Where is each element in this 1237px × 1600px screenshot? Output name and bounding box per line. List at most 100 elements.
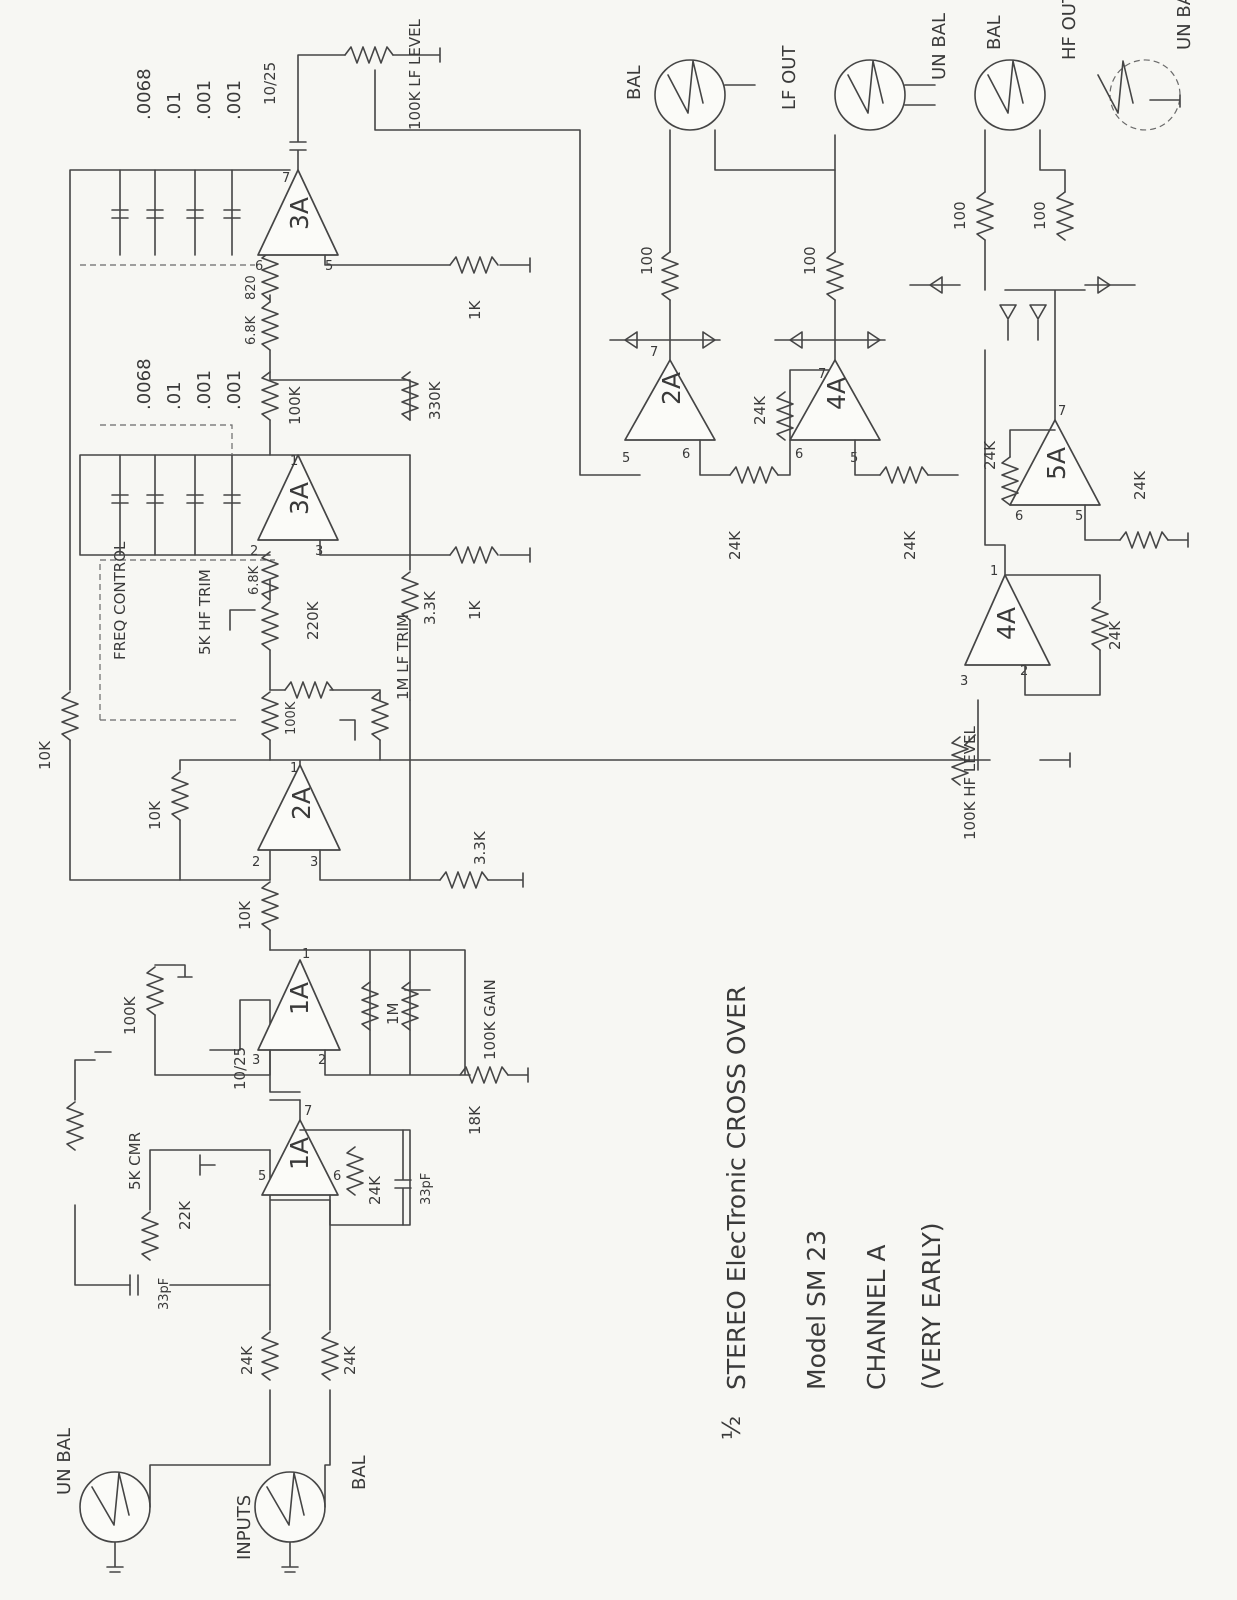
svg-text:3: 3 — [960, 674, 968, 689]
bias-3-3k-label: 3.3K — [471, 830, 489, 865]
hf-trim-label: 5K HF TRIM — [196, 569, 214, 655]
svg-text:.001: .001 — [194, 370, 215, 410]
bal-input-label: BAL — [349, 1455, 370, 1490]
svg-text:2: 2 — [1020, 664, 1028, 679]
input-resistor-24k-b: 24K — [341, 1345, 359, 1375]
hf-24k-fb-label: 24K — [981, 440, 999, 470]
resistor-6-8k-mid-label: 6.8K — [247, 565, 262, 595]
freq-control-label: FREQ CONTROL — [111, 541, 129, 660]
opamp-3a-mid: 3A 2 3 1 1K .0068 .01 .001 .001 100K 330… — [79, 251, 531, 620]
svg-text:1: 1 — [302, 947, 310, 962]
resistor-1k-top-label: 1K — [466, 299, 484, 320]
gain-pot-label: 100K GAIN — [481, 979, 499, 1060]
svg-text:2: 2 — [250, 544, 258, 559]
opamp-3a-top: 3A 6 5 7 1K .0068 .01 .001 .001 10/25 10… — [80, 18, 641, 476]
title-line-3: CHANNEL A — [862, 1244, 891, 1390]
resistor-22k-label: 22K — [176, 1200, 194, 1230]
gain-18k-label: 18K — [466, 1105, 484, 1135]
lf-trim-label: 1M LF TRIM — [394, 614, 412, 700]
hf-output-drivers: 100K HF LEVEL 4A 3 2 1 24K 5A 6 5 7 24K … — [909, 0, 1195, 840]
svg-text:7: 7 — [1058, 404, 1066, 419]
input-jacks: UN BAL INPUTS BAL — [54, 1389, 370, 1573]
resistor-330k-label: 330K — [426, 380, 444, 420]
svg-text:.001: .001 — [224, 370, 245, 410]
lf-unbal-label: UN BAL — [929, 13, 950, 80]
opamp-1a-input-label: 1A — [285, 1137, 314, 1170]
hf-out-label: HF OUT — [1059, 0, 1080, 60]
svg-text:1: 1 — [290, 761, 298, 776]
resistor-3-3k-label: 3.3K — [421, 590, 439, 625]
lf-100-a-label: 100 — [638, 246, 656, 275]
opamp-1a-gain: 1A 3 2 1 100K 1M 100K GAIN 18K — [121, 947, 529, 1135]
lf-24k-bottom-label: 24K — [726, 530, 744, 560]
series-10k-label: 10K — [236, 900, 254, 930]
lf-out-label: LF OUT — [779, 45, 800, 110]
lf-100-b-label: 100 — [801, 246, 819, 275]
svg-text:7: 7 — [304, 1104, 312, 1119]
svg-text:5: 5 — [1075, 509, 1083, 524]
svg-text:3: 3 — [252, 1053, 260, 1068]
feedback-24k-label: 24K — [366, 1175, 384, 1205]
opamp-3a-top-label: 3A — [285, 197, 314, 230]
lf-bal-label: BAL — [624, 65, 645, 100]
svg-text:.001: .001 — [194, 80, 215, 120]
svg-text:3: 3 — [315, 544, 323, 559]
opamp-2a-label: 2A — [287, 787, 316, 820]
svg-text:2: 2 — [252, 855, 260, 870]
feedback-10k-label: 10K — [146, 800, 164, 830]
resistor-1k-mid-label: 1K — [466, 599, 484, 620]
svg-text:.001: .001 — [224, 80, 245, 120]
input-resistor-network: 24K 24K 33pF 5K CMR 22K — [66, 1051, 359, 1381]
opamp-2a-out-label: 2A — [657, 372, 686, 405]
resistor-820-label: 820 — [244, 275, 259, 300]
input-bias-100k: 100K — [121, 995, 139, 1035]
output-cap-label: 10/25 — [261, 62, 279, 105]
feedback-10k-left: 10K — [36, 740, 54, 770]
resistor-220k-label: 220K — [304, 600, 322, 640]
unbal-input-label: UN BAL — [54, 1428, 75, 1495]
title-line-1: STEREO ElecTronic CROSS OVER — [722, 986, 751, 1390]
lf-24k-ground-label: 24K — [901, 530, 919, 560]
opamp-2a-summing: 10K 2A 2 3 1 10K 10K 3.3K — [36, 169, 961, 951]
lf-output-drivers: 2A 5 6 7 100 24K 4A 6 5 7 24K 24K 100 — [609, 13, 959, 560]
inputs-label: INPUTS — [234, 1495, 255, 1560]
svg-text:6: 6 — [333, 1169, 341, 1184]
svg-text:1: 1 — [290, 454, 298, 469]
input-resistor-24k-a: 24K — [238, 1345, 256, 1375]
svg-text:3: 3 — [310, 855, 318, 870]
cap-33pf-label: 33pF — [157, 1278, 172, 1310]
svg-text:6: 6 — [255, 259, 263, 274]
hf-100-a-label: 100 — [951, 201, 969, 230]
freq-pot-100k-label: 100K — [284, 701, 299, 735]
svg-text:7: 7 — [818, 367, 826, 382]
coupling-cap-label: 10/25 — [231, 1047, 249, 1090]
frequency-control-network: FREQ CONTROL 100K 5K HF TRIM 220K 1M LF … — [99, 454, 439, 761]
hf-bal-label: BAL — [984, 15, 1005, 50]
title-line-4: (VERY EARLY) — [917, 1222, 946, 1390]
opamp-5a-label: 5A — [1042, 447, 1071, 480]
hf-24k-ground-label: 24K — [1131, 470, 1149, 500]
feedback-33pf-label: 33pF — [419, 1173, 434, 1205]
svg-text:.01: .01 — [164, 381, 185, 410]
svg-text:5: 5 — [258, 1169, 266, 1184]
opamp-3a-mid-label: 3A — [285, 482, 314, 515]
opamp-1a-gain-label: 1A — [285, 982, 314, 1015]
svg-text:5: 5 — [622, 451, 630, 466]
hf-unbal-label: UN BAL — [1174, 0, 1195, 50]
hf-level-pot-label: 100K HF LEVEL — [961, 726, 979, 840]
svg-text:7: 7 — [282, 171, 290, 186]
cap-values-mid: .0068 — [134, 358, 155, 410]
lf-level-pot-label: 100K LF LEVEL — [406, 18, 424, 130]
cap-values-top: .0068 — [134, 68, 155, 120]
resistor-6-8k-top-label: 6.8K — [244, 315, 259, 345]
title-line-2: Model SM 23 — [802, 1230, 831, 1390]
opamp-4a-out-label: 4A — [822, 377, 851, 410]
svg-text:6: 6 — [1015, 509, 1023, 524]
title-block: ½ STEREO ElecTronic CROSS OVER Model SM … — [717, 986, 946, 1440]
svg-text:.01: .01 — [164, 91, 185, 120]
cmr-trim-label: 5K CMR — [126, 1132, 144, 1190]
lf-24k-feedback-label: 24K — [751, 395, 769, 425]
gain-1m-label: 1M — [384, 1003, 402, 1026]
title-fraction: ½ — [717, 1416, 746, 1440]
